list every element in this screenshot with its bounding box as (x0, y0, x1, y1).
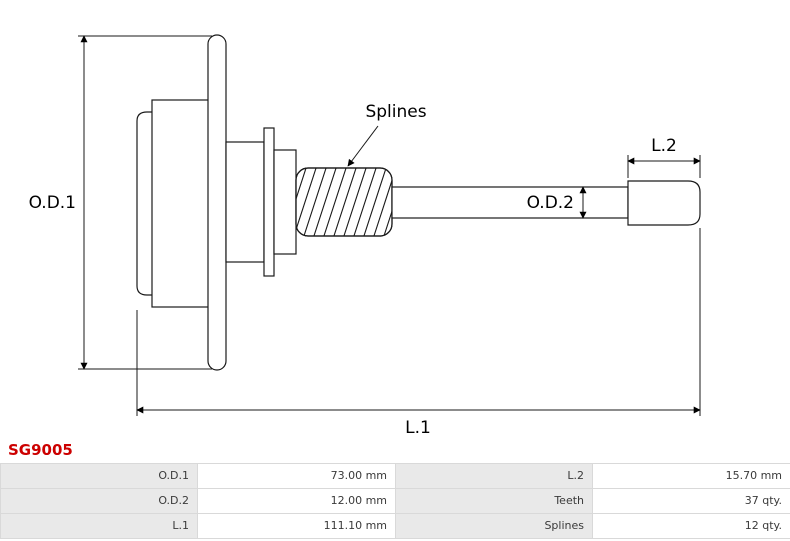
part-code: SG9005 (8, 441, 73, 459)
spec-label-l1: L.1 (1, 514, 198, 539)
spec-row: O.D.2 12.00 mm Teeth 37 qty. (1, 489, 790, 514)
collar-step-1 (225, 141, 265, 263)
splines-label: Splines (365, 102, 426, 122)
od1-label: O.D.1 (29, 193, 76, 213)
end-pilot (627, 180, 701, 226)
spec-row: L.1 111.10 mm Splines 12 qty. (1, 514, 790, 539)
technical-drawing: O.D.1 Splines O.D.2 L.2 L.1 (29, 34, 701, 438)
spec-value-l2: 15.70 mm (593, 464, 790, 489)
spec-value-splines: 12 qty. (593, 514, 790, 539)
spec-table: O.D.1 73.00 mm L.2 15.70 mm O.D.2 12.00 … (0, 463, 790, 539)
shaft-outline (295, 167, 701, 237)
splines-arrow (347, 125, 379, 167)
main-disc (207, 34, 227, 371)
hub-body (151, 99, 210, 308)
l2-label: L.2 (651, 136, 677, 156)
hub-lip (136, 111, 152, 296)
spec-label-teeth: Teeth (396, 489, 593, 514)
shaft (391, 186, 629, 219)
spline-hatching (296, 168, 392, 236)
spec-value-od2: 12.00 mm (198, 489, 396, 514)
l1-label: L.1 (405, 418, 431, 438)
spec-label-od1: O.D.1 (1, 464, 198, 489)
spec-label-od2: O.D.2 (1, 489, 198, 514)
l1-dimension (136, 228, 701, 416)
spec-value-teeth: 37 qty. (593, 489, 790, 514)
spec-row: O.D.1 73.00 mm L.2 15.70 mm (1, 464, 790, 489)
spec-value-l1: 111.10 mm (198, 514, 396, 539)
spec-value-od1: 73.00 mm (198, 464, 396, 489)
collar-washer (263, 127, 275, 277)
collar-step-2 (273, 149, 297, 255)
spec-label-splines: Splines (396, 514, 593, 539)
l2-dimension (627, 155, 701, 178)
gear-diagram-svg: O.D.1 Splines O.D.2 L.2 L.1 (29, 34, 701, 438)
od1-dimension (78, 35, 212, 370)
od2-label: O.D.2 (527, 193, 574, 213)
spec-label-l2: L.2 (396, 464, 593, 489)
gear-part-outline (136, 34, 393, 371)
